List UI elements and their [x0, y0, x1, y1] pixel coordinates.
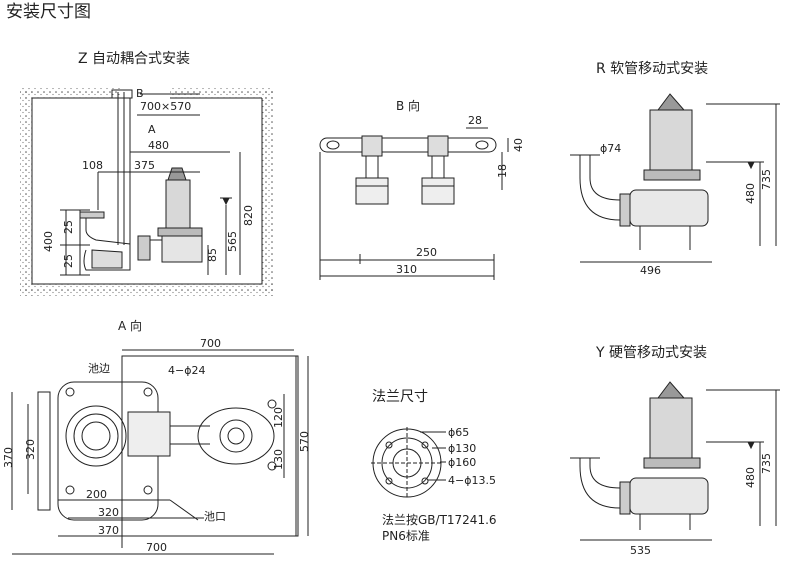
b-dim-28: 28 [468, 114, 482, 127]
flange-drawing [371, 427, 446, 499]
z-dim-480: 480 [148, 139, 169, 152]
z-dim-400: 400 [42, 231, 55, 252]
flange-dim-holes: 4−ϕ13.5 [448, 474, 496, 487]
y-dim-735: 735 [760, 453, 773, 474]
r-dim-phi74: ϕ74 [600, 142, 621, 155]
a-dim-130: 130 [272, 449, 285, 470]
a-dim-700-top: 700 [200, 337, 221, 350]
flange-dim-phi160: ϕ160 [448, 456, 476, 469]
a-dim-370: 370 [2, 447, 15, 468]
section-title-y: Y 硬管移动式安装 [596, 345, 708, 361]
page-title: 安装尺寸图 [6, 2, 91, 22]
b-dim-250: 250 [416, 246, 437, 259]
y-dim-480: 480 [744, 467, 757, 488]
z-dim-820: 820 [242, 205, 255, 226]
r-dim-496: 496 [640, 264, 661, 277]
pit-cover-left [20, 88, 120, 98]
z-dim-85: 85 [206, 248, 219, 262]
b-dim-310: 310 [396, 263, 417, 276]
b-dim-40: 40 [512, 138, 525, 152]
a-label-pool-edge: 池边 [88, 362, 110, 375]
pit-cover-right [170, 88, 274, 98]
a-dim-570: 570 [298, 431, 311, 452]
section-title-z: Z 自动耦合式安装 [78, 51, 191, 67]
y-install-drawing [570, 381, 780, 541]
flange-dim-phi65: ϕ65 [448, 426, 469, 439]
a-dim-200: 200 [86, 488, 107, 501]
section-title-a-view: A 向 [118, 319, 143, 333]
z-dim-108: 108 [82, 159, 103, 172]
pit-floor [20, 284, 274, 296]
z-dim-375: 375 [134, 159, 155, 172]
a-dim-370-bottom: 370 [98, 524, 119, 537]
a-dim-120: 120 [272, 407, 285, 428]
a-dim-320: 320 [24, 439, 37, 460]
z-dim-25b: 25 [62, 254, 75, 268]
r-install-drawing [570, 93, 780, 263]
a-label-outlet: 池口 [204, 510, 226, 523]
a-dim-holes: 4−ϕ24 [168, 364, 205, 377]
r-dim-480: 480 [744, 183, 757, 204]
section-title-b-view: B 向 [396, 99, 421, 113]
r-dim-735: 735 [760, 169, 773, 190]
flange-note-pn6: PN6标准 [382, 529, 430, 543]
section-title-r: R 软管移动式安装 [596, 61, 709, 77]
b-view-drawing [319, 127, 509, 280]
flange-dim-phi130: ϕ130 [448, 442, 476, 455]
z-mark-b: B [136, 87, 144, 100]
pit-wall-left [20, 88, 32, 296]
flange-note-standard: 法兰按GB/T17241.6 [382, 513, 497, 527]
z-dim-25a: 25 [62, 220, 75, 234]
a-dim-700-bottom: 700 [146, 541, 167, 554]
section-title-flange: 法兰尺寸 [372, 389, 428, 405]
a-view-drawing [11, 349, 309, 555]
z-install-drawing [20, 88, 274, 296]
a-dim-320-bottom: 320 [98, 506, 119, 519]
b-dim-18: 18 [496, 164, 509, 178]
z-dim-opening: 700×570 [140, 100, 191, 113]
y-dim-535: 535 [630, 544, 651, 557]
z-mark-a: A [148, 123, 156, 136]
pit-wall-right [262, 88, 274, 296]
z-dim-565: 565 [226, 231, 239, 252]
